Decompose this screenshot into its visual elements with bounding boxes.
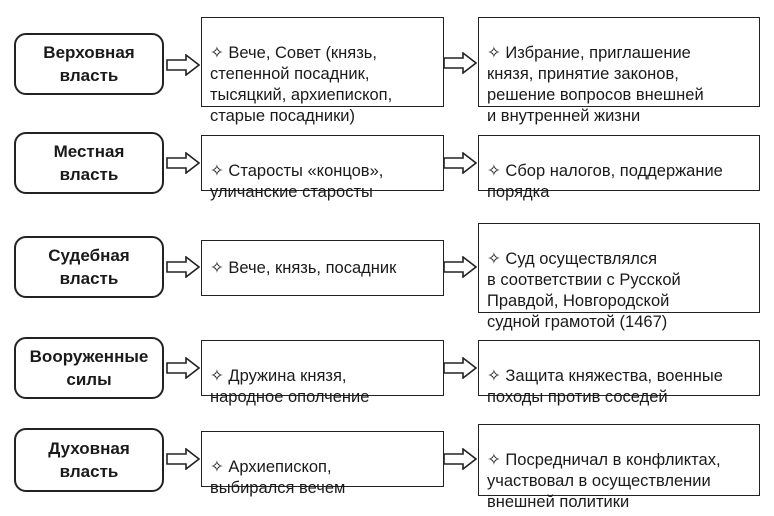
functions-box: ✧ Посредничал в конфликтах, участвовал в…: [478, 424, 760, 511]
bodies-text: Старосты «концов», уличанские старосты: [210, 162, 384, 201]
bodies-text: Дружина князя, народное ополчение: [210, 367, 370, 406]
bodies-box: ✧ Архиепископ, выбирался вечем: [201, 431, 444, 497]
bullet-icon: ✧: [487, 250, 501, 268]
branch-label: Вооруженные силы: [29, 347, 149, 389]
functions-text: Посредничал в конфликтах, участвовал в о…: [487, 451, 721, 511]
bullet-icon: ✧: [210, 44, 224, 62]
arrow-right-icon: [166, 152, 200, 174]
bullet-icon: ✧: [210, 258, 224, 277]
arrow-right-icon: [443, 52, 477, 74]
bullet-icon: ✧: [487, 367, 501, 385]
bodies-box: ✧ Дружина князя, народное ополчение: [201, 340, 444, 406]
bullet-icon: ✧: [210, 458, 224, 476]
branch-box: Местная власть: [14, 132, 164, 194]
arrow-right-icon: [443, 357, 477, 379]
bodies-text: Вече, князь, посадник: [228, 258, 397, 277]
branch-label: Верховная власть: [43, 43, 135, 85]
arrow-right-icon: [166, 448, 200, 470]
arrow-right-icon: [166, 54, 200, 76]
branch-label: Судебная власть: [48, 246, 130, 288]
bullet-icon: ✧: [487, 451, 501, 469]
bodies-box: ✧ Вече, князь, посадник: [201, 240, 444, 296]
branch-box: Судебная власть: [14, 236, 164, 298]
bullet-icon: ✧: [487, 44, 501, 62]
bodies-box: ✧ Старосты «концов», уличанские старосты: [201, 135, 444, 201]
arrow-right-icon: [443, 152, 477, 174]
bullet-icon: ✧: [210, 162, 224, 180]
arrow-right-icon: [166, 256, 200, 278]
arrow-right-icon: [166, 357, 200, 379]
branch-label: Духовная власть: [48, 439, 130, 481]
functions-text: Суд осуществлялся в соответствии с Русск…: [487, 250, 681, 331]
functions-box: ✧ Избрание, приглашение князя, принятие …: [478, 17, 760, 125]
bullet-icon: ✧: [487, 162, 501, 180]
branch-label: Местная власть: [53, 142, 125, 184]
bodies-text: Архиепископ, выбирался вечем: [210, 458, 346, 497]
branch-box: Вооруженные силы: [14, 337, 164, 399]
branch-box: Верховная власть: [14, 33, 164, 95]
bodies-text: Вече, Совет (князь, степенной посадник, …: [210, 44, 393, 125]
bodies-box: ✧ Вече, Совет (князь, степенной посадник…: [201, 17, 444, 125]
functions-text: Защита княжества, военные походы против …: [487, 367, 723, 406]
branch-box: Духовная власть: [14, 428, 164, 492]
arrow-right-icon: [443, 256, 477, 278]
functions-box: ✧ Суд осуществлялся в соответствии с Рус…: [478, 223, 760, 331]
functions-text: Избрание, приглашение князя, принятие за…: [487, 44, 704, 125]
functions-box: ✧ Защита княжества, военные походы проти…: [478, 340, 760, 406]
functions-text: Сбор налогов, поддержание порядка: [487, 162, 723, 201]
arrow-right-icon: [443, 448, 477, 470]
functions-box: ✧ Сбор налогов, поддержание порядка: [478, 135, 760, 201]
bullet-icon: ✧: [210, 367, 224, 385]
